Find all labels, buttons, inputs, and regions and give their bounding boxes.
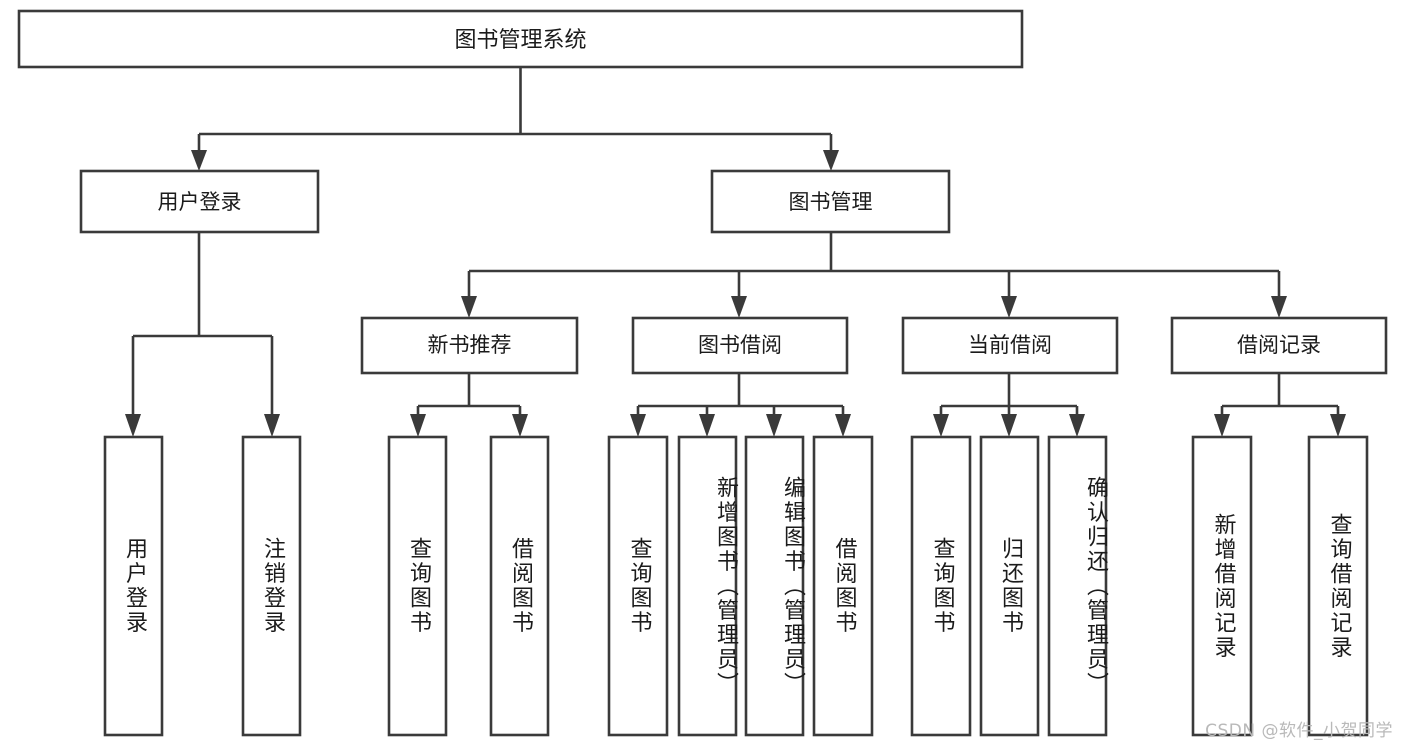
node-box-leaf-return-book[interactable] xyxy=(979,435,1040,737)
node-box-leaf-add-record[interactable] xyxy=(1191,435,1253,737)
connector-group-currentborrow-to-leaves xyxy=(933,373,1085,437)
arrow-head-leaf-query-book-2 xyxy=(630,414,646,437)
node-box-leaf-user-login[interactable] xyxy=(103,435,164,737)
arrow-head-leaf-confirm-return xyxy=(1069,414,1085,437)
node-box-root[interactable] xyxy=(17,9,1024,69)
node-box-leaf-borrow-book-1[interactable] xyxy=(489,435,550,737)
arrow-head-leaf-query-book-1 xyxy=(410,414,426,437)
csdn-watermark: CSDN @软件_小贺同学 xyxy=(1205,721,1393,741)
arrow-head-leaf-borrow-book-1 xyxy=(512,414,528,437)
arrow-head-book-management xyxy=(823,150,839,171)
node-box-new-book-recommend[interactable] xyxy=(360,316,579,375)
node-box-book-management[interactable] xyxy=(710,169,951,234)
connector-group-root-to-level2 xyxy=(191,67,839,171)
node-box-leaf-query-book-1[interactable] xyxy=(387,435,448,737)
node-label-new-book-recommend: 新书推荐 xyxy=(428,333,512,357)
arrow-head-leaf-return-book xyxy=(1001,414,1017,437)
connector-group-borrowrecord-to-leaves xyxy=(1214,373,1346,437)
connector-group-userlogin-to-leaves xyxy=(125,232,280,437)
node-box-borrow-record[interactable] xyxy=(1170,316,1388,375)
node-label-borrow-record: 借阅记录 xyxy=(1237,333,1321,357)
arrow-head-leaf-query-record xyxy=(1330,414,1346,437)
node-label-current-borrow: 当前借阅 xyxy=(968,333,1052,357)
arrow-head-current-borrow xyxy=(1001,296,1017,318)
connector-group-newbook-to-leaves xyxy=(410,373,528,437)
arrow-head-leaf-user-logout xyxy=(264,414,280,437)
node-box-leaf-add-book[interactable] xyxy=(677,435,738,737)
connector-group-bookmgmt-to-level3 xyxy=(461,232,1287,318)
arrow-head-leaf-add-book xyxy=(699,414,715,437)
node-label-book-borrow: 图书借阅 xyxy=(698,333,782,357)
arrow-head-leaf-edit-book xyxy=(766,414,782,437)
node-box-current-borrow[interactable] xyxy=(901,316,1119,375)
node-box-leaf-edit-book[interactable] xyxy=(744,435,805,737)
arrow-head-book-borrow xyxy=(731,296,747,318)
node-box-book-borrow[interactable] xyxy=(631,316,849,375)
arrow-head-leaf-query-book-3 xyxy=(933,414,949,437)
node-box-user-login[interactable] xyxy=(79,169,320,234)
node-box-leaf-query-book-2[interactable] xyxy=(607,435,669,737)
arrow-head-leaf-borrow-book-2 xyxy=(835,414,851,437)
node-label-user-login: 用户登录 xyxy=(158,190,242,214)
node-label-book-management: 图书管理 xyxy=(789,190,873,214)
node-label-root: 图书管理系统 xyxy=(454,28,586,53)
node-box-leaf-borrow-book-2[interactable] xyxy=(812,435,874,737)
arrow-head-user-login xyxy=(191,150,207,171)
node-box-leaf-query-book-3[interactable] xyxy=(910,435,972,737)
arrow-head-leaf-user-login xyxy=(125,414,141,437)
node-box-leaf-query-record[interactable] xyxy=(1307,435,1369,737)
arrow-head-new-book-recommend xyxy=(461,296,477,318)
arrow-head-leaf-add-record xyxy=(1214,414,1230,437)
node-box-leaf-confirm-return[interactable] xyxy=(1047,435,1108,737)
connector-group-bookborrow-to-leaves xyxy=(630,373,851,437)
arrow-head-borrow-record xyxy=(1271,296,1287,318)
node-box-leaf-user-logout[interactable] xyxy=(241,435,302,737)
